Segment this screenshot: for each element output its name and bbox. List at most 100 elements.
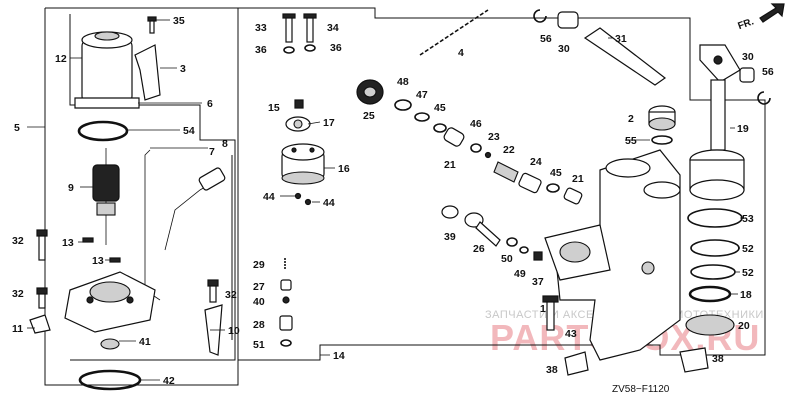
callout-45-bottom: 45 (550, 167, 562, 179)
plug (533, 251, 543, 261)
callout-22: 22 (503, 144, 515, 156)
manual-release-screw (464, 212, 501, 247)
brush-spring (109, 257, 121, 263)
oil-pump (281, 143, 325, 185)
ball (294, 192, 302, 200)
callout-23: 23 (488, 131, 500, 143)
callout-36-right: 36 (330, 42, 342, 54)
callout-54: 54 (183, 125, 195, 137)
direction-label: FR. (736, 16, 755, 32)
callout-52-top: 52 (742, 243, 754, 255)
ball (484, 151, 492, 159)
callout-30-left: 30 (558, 43, 570, 55)
valve-seat (279, 315, 293, 331)
frame-motor-group (69, 14, 236, 361)
washer (283, 46, 295, 54)
callout-10: 10 (228, 325, 240, 337)
callout-47: 47 (416, 89, 428, 101)
bushing (557, 11, 579, 29)
callout-1: 1 (540, 303, 546, 315)
end-cover (64, 271, 156, 333)
washer (304, 44, 316, 52)
valve-body (356, 79, 384, 105)
bushing (679, 347, 709, 373)
callout-9: 9 (68, 182, 74, 194)
callout-27: 27 (253, 281, 265, 293)
ball (282, 296, 290, 304)
valve-spool (493, 161, 519, 183)
screw (282, 13, 296, 43)
clip (29, 314, 51, 334)
o-ring (687, 208, 743, 228)
motor-housing (74, 31, 140, 109)
callout-35: 35 (173, 15, 185, 27)
callout-17: 17 (323, 117, 335, 129)
callout-14: 14 (333, 350, 345, 362)
nut (100, 338, 120, 350)
direction-arrow-icon (759, 3, 785, 23)
valve-seat (563, 187, 583, 205)
tilt-rod (689, 44, 745, 201)
callout-29: 29 (253, 259, 265, 271)
o-ring (506, 237, 518, 247)
ball (304, 198, 312, 206)
backup-ring (690, 239, 740, 257)
o-ring (688, 285, 732, 303)
callout-53: 53 (742, 213, 754, 225)
o-ring (394, 99, 412, 111)
o-ring (77, 120, 129, 142)
cylinder-body (544, 149, 681, 361)
leader-lines (27, 19, 742, 381)
bolt (36, 287, 48, 309)
callout-18: 18 (740, 289, 752, 301)
o-ring (546, 183, 560, 193)
snap-ring (757, 91, 771, 105)
pin-rod (583, 27, 667, 86)
filter-valve (285, 116, 311, 132)
valve-body (518, 172, 542, 194)
callout-2: 2 (628, 113, 634, 125)
armature (92, 148, 120, 245)
cable (164, 177, 221, 251)
callout-24: 24 (530, 156, 542, 168)
callout-3: 3 (180, 63, 186, 75)
callout-21-right: 21 (572, 173, 584, 185)
callout-40: 40 (253, 296, 265, 308)
callout-15: 15 (268, 102, 280, 114)
bushing (739, 67, 755, 83)
callout-8: 8 (222, 138, 228, 150)
callout-32-lower-left: 32 (12, 288, 24, 300)
bolt (36, 229, 48, 261)
callout-44-left: 44 (263, 191, 275, 203)
piston (280, 279, 292, 291)
callout-13-bottom: 13 (92, 255, 104, 267)
callout-55: 55 (625, 135, 637, 147)
callouts: 35 12 3 6 5 54 7 8 9 13 13 32 32 32 11 1… (12, 15, 774, 387)
spring (419, 9, 489, 56)
bracket (134, 44, 161, 101)
cap-nut (441, 205, 459, 219)
screw (294, 99, 304, 109)
cable (144, 149, 161, 301)
diagram-code: ZV58−F1120 (612, 384, 670, 395)
callout-31: 31 (615, 33, 627, 45)
callout-48: 48 (397, 76, 409, 88)
callout-6: 6 (207, 98, 213, 110)
callout-46: 46 (470, 118, 482, 130)
callout-13-top: 13 (62, 237, 74, 249)
bolt (207, 279, 219, 303)
callout-21-left: 21 (444, 159, 456, 171)
callout-26: 26 (473, 243, 485, 255)
o-ring (519, 246, 529, 254)
callout-52-bottom: 52 (742, 267, 754, 279)
callout-7: 7 (209, 146, 215, 158)
screw (303, 13, 317, 43)
cap (648, 105, 676, 131)
connector (198, 167, 226, 191)
callout-5: 5 (14, 122, 20, 134)
callout-39: 39 (444, 231, 456, 243)
callout-32-upper-left: 32 (12, 235, 24, 247)
callout-34: 34 (327, 22, 339, 34)
callout-50: 50 (501, 253, 513, 265)
callout-42: 42 (163, 375, 175, 387)
